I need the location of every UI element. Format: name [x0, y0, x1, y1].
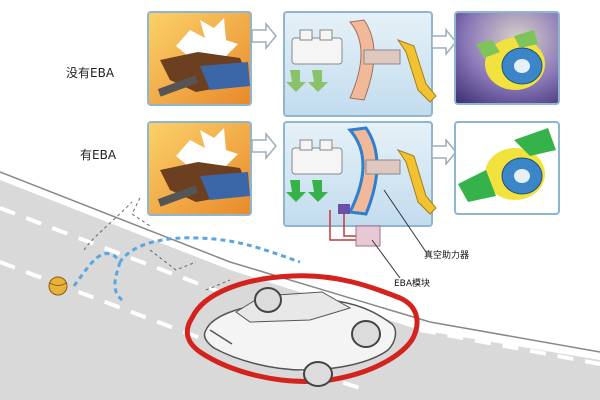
child-sketch [83, 197, 231, 291]
ball-trajectory [72, 236, 301, 287]
brake-booster-panel-without-eba [283, 11, 437, 117]
row-label-with-eba: 有EBA [80, 148, 117, 162]
row-label-without-eba: 没有EBA [66, 65, 115, 80]
brake-disc-icon [458, 128, 556, 202]
callout-vacuum-booster: 真空助力器 [424, 249, 469, 261]
brake-disc-icon [476, 30, 545, 90]
arrow-right-icon [431, 137, 457, 167]
callout-line-vacuum [383, 189, 427, 253]
arrow-right-icon [251, 131, 277, 161]
foot-panel-with-eba [147, 121, 252, 216]
car-icon [184, 273, 420, 387]
brake-booster-panel-with-eba [283, 121, 437, 227]
callout-line-eba [371, 239, 401, 279]
arrow-right-icon [251, 21, 277, 51]
foot-panel-without-eba [147, 11, 252, 106]
ball-icon [48, 276, 68, 296]
foot-pedal-icon [157, 18, 250, 97]
brake-disc-panel-without-eba [454, 11, 560, 105]
brake-booster-icon [286, 19, 437, 103]
callout-eba-module: EBA模块 [394, 277, 430, 289]
foot-pedal-icon [157, 128, 250, 207]
brake-disc-panel-with-eba [454, 121, 560, 215]
arrow-right-icon [431, 27, 457, 57]
eba-module-box [329, 210, 381, 247]
brake-booster-icon [286, 126, 437, 216]
ball-trajectory-dashed [113, 261, 124, 302]
